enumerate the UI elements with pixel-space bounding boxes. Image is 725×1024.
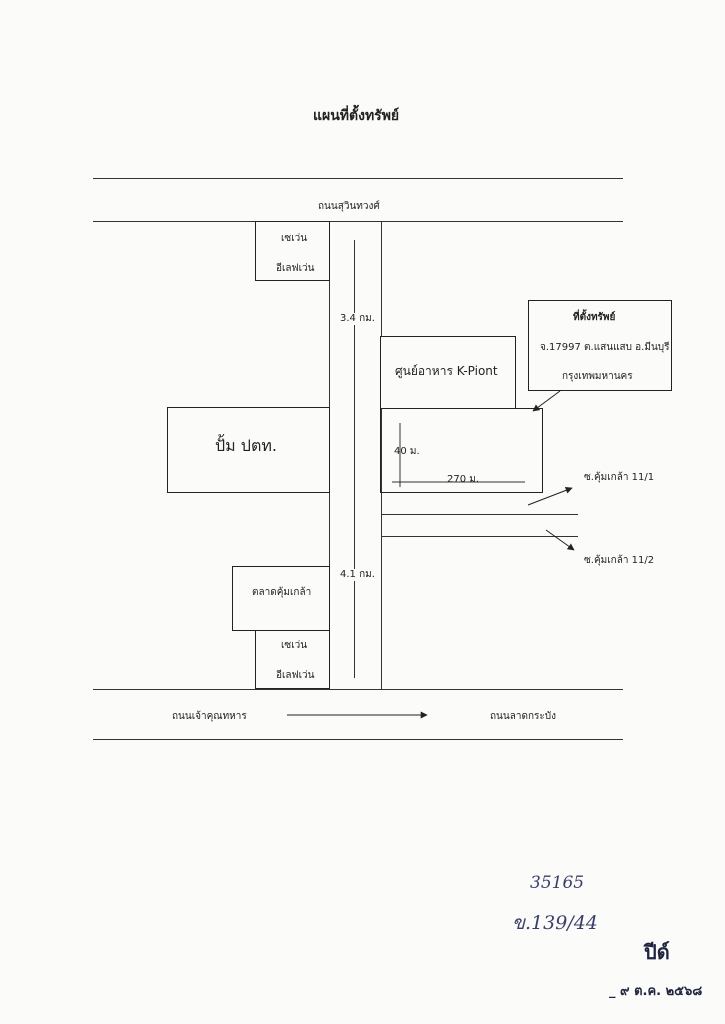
seven-eleven-bottom-line1: เซเว่น (281, 640, 308, 651)
signature-mark: ปีด์ (644, 940, 670, 964)
callout-line1: ที่ตั้งทรัพย์ (573, 312, 616, 323)
road-label-top: ถนนสุวินทวงศ์ (318, 201, 380, 212)
property-callout-box: ที่ตั้งทรัพย์ จ.17997 ต.แสนแสบ อ.มีนบุรี… (528, 300, 672, 391)
market-box: ตลาดคุ้มเกล้า (232, 566, 330, 631)
food-center-label: ศูนย์อาหาร K-Piont (395, 364, 498, 378)
soi-label-1: ซ.คุ้มเกล้า 11/1 (584, 472, 655, 483)
road-top-edge-2 (93, 221, 623, 222)
road-label-bottom-right: ถนนลาดกระบัง (490, 711, 556, 722)
plot-width-label: 40 ม. (394, 446, 420, 457)
distance-south: 4.1 กม. (340, 569, 375, 581)
callout-line2: จ.17997 ต.แสนแสบ อ.มีนบุรี (540, 342, 670, 353)
callout-line3: กรุงเทพมหานคร (562, 371, 633, 382)
stamp-date: _ ๙ ต.ค. ๒๕๖๘ (609, 984, 703, 999)
seven-eleven-top-box: เซเว่น อีเลฟเว่น (255, 221, 330, 281)
property-plot-box (380, 408, 543, 493)
soi-label-2: ซ.คุ้มเกล้า 11/2 (584, 555, 655, 566)
plot-depth-label: 270 ม. (444, 475, 483, 485)
road-label-bottom-left: ถนนเจ้าคุณทหาร (172, 711, 247, 722)
seven-eleven-top-line1: เซเว่น (281, 233, 308, 244)
road-top-edge-1 (93, 178, 623, 179)
main-road-right-edge (381, 221, 382, 689)
callout-pointer-arrow (532, 390, 561, 412)
ptt-station-label: ปั้ม ปตท. (215, 436, 277, 455)
road-bottom-edge-2 (93, 739, 623, 740)
soi-line-1 (381, 514, 578, 515)
soi-1-arrow (527, 487, 573, 506)
distance-north: 3.4 กม. (340, 313, 375, 325)
market-label: ตลาดคุ้มเกล้า (252, 587, 312, 598)
seven-eleven-bottom-box: เซเว่น อีเลฟเว่น (255, 630, 330, 689)
soi-2-arrow (545, 529, 575, 551)
map-title: แผนที่ตั้งทรัพย์ (313, 108, 400, 124)
road-bottom-edge-1 (93, 689, 623, 690)
soi-line-2 (381, 536, 578, 537)
ptt-station-box: ปั้ม ปตท. (167, 407, 330, 493)
seven-eleven-top-line2: อีเลฟเว่น (276, 263, 315, 274)
handwritten-number-2: ข.139/44 (512, 912, 598, 934)
handwritten-number-1: 35165 (530, 873, 585, 893)
seven-eleven-bottom-line2: อีเลฟเว่น (276, 670, 315, 681)
main-road-centerline (354, 240, 355, 678)
